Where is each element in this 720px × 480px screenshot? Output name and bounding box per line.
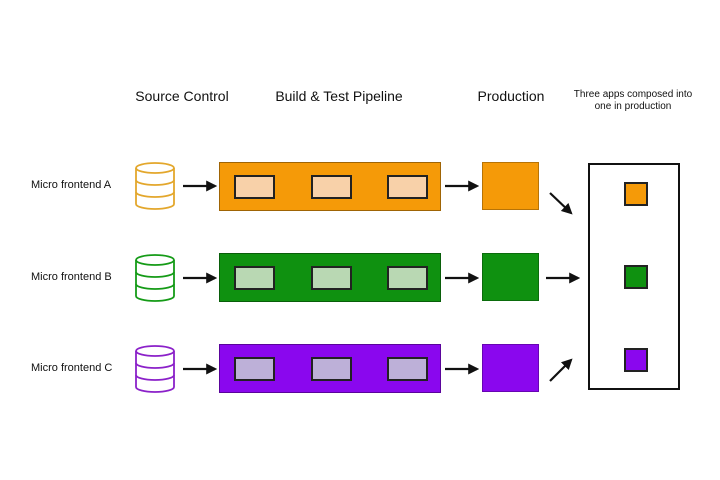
- row-label-a: Micro frontend A: [31, 179, 112, 191]
- pipeline-stage: [387, 357, 428, 381]
- composed-app-b: [624, 265, 648, 289]
- pipeline-stage: [311, 357, 352, 381]
- pipeline-stage: [311, 266, 352, 290]
- pipeline-stage: [387, 266, 428, 290]
- pipeline-stage: [387, 175, 428, 199]
- database-icon: [135, 162, 175, 210]
- database-icon: [135, 254, 175, 302]
- composed-app-c: [624, 348, 648, 372]
- pipeline-stage: [234, 175, 275, 199]
- arrow-diagonal-down-icon: [549, 192, 573, 215]
- composed-app-frame: [588, 163, 680, 390]
- database-icon: [135, 345, 175, 393]
- composed-app-a: [624, 182, 648, 206]
- row-label-c: Micro frontend C: [31, 362, 113, 374]
- pipeline-bar-b: [219, 253, 441, 302]
- pipeline-stage: [234, 357, 275, 381]
- header-source-control: Source Control: [135, 88, 229, 104]
- pipeline-stage: [234, 266, 275, 290]
- arrow-diagonal-up-icon: [549, 358, 573, 382]
- header-production: Production: [477, 88, 545, 104]
- pipeline-bar-a: [219, 162, 441, 211]
- row-label-b: Micro frontend B: [31, 271, 112, 283]
- header-build-test-pipeline: Build & Test Pipeline: [275, 88, 403, 104]
- production-box-b: [482, 253, 539, 301]
- header-composed-apps: Three apps composed into one in producti…: [573, 89, 693, 112]
- pipeline-stage: [311, 175, 352, 199]
- production-box-c: [482, 344, 539, 392]
- production-box-a: [482, 162, 539, 210]
- pipeline-bar-c: [219, 344, 441, 393]
